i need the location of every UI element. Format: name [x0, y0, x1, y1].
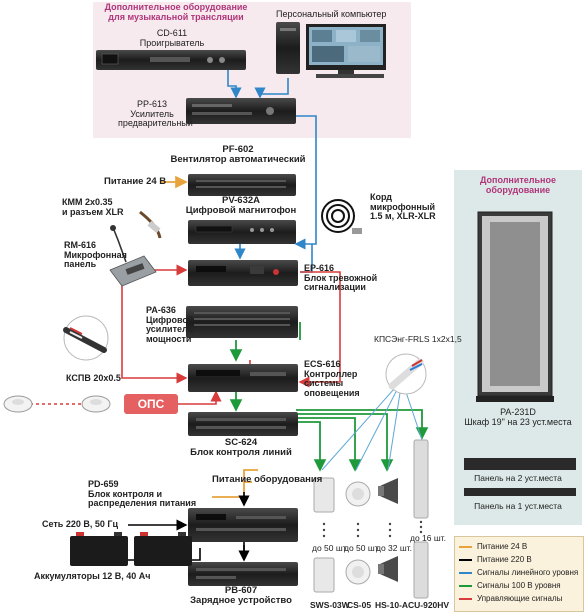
mains-label: Сеть 220 В, 50 Гц: [42, 519, 118, 529]
power-amplifier-device: [186, 306, 298, 338]
battery-1: [70, 532, 128, 566]
legend-swatch: [459, 572, 472, 574]
cabinet-label: PA-231D Шкаф 19" на 23 уст.места: [464, 407, 572, 427]
pd659-label: PD-659 Блок контроля и распределения пит…: [88, 479, 197, 509]
speaker-cs05-top: [345, 481, 371, 507]
legend-label: Сигналы 100 В уровня: [477, 581, 561, 590]
legend-item: Питание 220 В: [459, 555, 583, 564]
power-equipment-label: Питание оборудования: [212, 474, 323, 485]
cabinet-image: [476, 211, 554, 402]
power-distribution-device: [188, 508, 298, 542]
sc624-label: SC-624 Блок контроля линий: [190, 437, 292, 459]
qty-sws03w: до 50 шт.: [312, 543, 348, 553]
signal-100v-wires: [229, 322, 429, 472]
kspv-label: КСПВ 20x0.5: [66, 373, 121, 383]
ops-box: [124, 394, 178, 414]
panel-1-units-image: [464, 488, 576, 496]
pa636-label: PA-636 Цифровой усилитель мощности: [146, 305, 194, 345]
kps-cable-image: [385, 353, 427, 395]
side-title: Дополнительное оборудование: [479, 175, 557, 195]
speaker-cs05-bottom: [345, 559, 371, 585]
mic-cord-image: [321, 199, 362, 234]
kmm-cable-image: [139, 210, 162, 239]
fan-device: [188, 174, 296, 196]
legend-item: Управляющие сигналы: [459, 594, 583, 603]
batteries-label: Аккумуляторы 12 В, 40 Ач: [34, 571, 151, 581]
alarm-unit-device: [188, 260, 298, 286]
legend-label: Питание 220 В: [477, 555, 532, 564]
digital-recorder-device: [188, 220, 296, 244]
panel2-label: Панель на 2 уст.места: [474, 473, 562, 483]
battery-2: [134, 532, 192, 566]
kspv-cable-image: [63, 315, 109, 361]
panel-2-units-image: [464, 458, 576, 470]
cable-lines: [321, 379, 423, 471]
pb607-label: PB-607 Зарядное устройство: [190, 585, 292, 607]
smoke-detector-2: [81, 395, 111, 413]
power24-label: Питание 24 В: [104, 176, 167, 187]
extra-music-title: Дополнительное оборудование для музыкаль…: [104, 2, 248, 22]
qty-cs05: до 50 шт.: [344, 543, 380, 553]
pp613-label: PP-613 Усилитель предварительный: [118, 99, 193, 129]
kmm-label: КММ 2x0.35 и разъем XLR: [62, 197, 124, 217]
speaker-hs10a-bottom: [378, 556, 398, 582]
speaker-cu920hv-bottom: [413, 541, 429, 599]
pv632a-label: PV-632A Цифровой магнитофон: [185, 195, 297, 217]
qty-hs10a: до 32 шт.: [376, 543, 412, 553]
qty-cu920hv: до 16 шт.: [410, 533, 446, 543]
power-24v-wires: [160, 175, 258, 498]
rm616-label: RM-616 Микрофонная панель: [64, 240, 127, 270]
legend-item: Сигналы 100 В уровня: [459, 581, 583, 590]
kps-label: КПСЭнг-FRLS 1x2x1,5: [374, 334, 462, 344]
model-hs10a: HS-10-A: [375, 600, 409, 610]
cord-label: Корд микрофонный 1.5 м, XLR-XLR: [370, 192, 436, 222]
cd611-label: CD-611 Проигрыватель: [139, 28, 205, 48]
ops-label: ОПС: [137, 397, 165, 411]
legend-swatch: [459, 559, 472, 561]
legend-swatch: [459, 546, 472, 548]
legend-label: Сигналы линейного уровня: [477, 568, 579, 577]
computer-device: [276, 22, 386, 78]
speaker-hs10a-top: [378, 478, 398, 504]
cd-player-device: [96, 50, 246, 70]
ep616-label: EP-616 Блок тревожной сигнализации: [304, 263, 378, 293]
pc-label: Персональный компьютер: [276, 9, 387, 19]
pf602-label: PF-602 Вентилятор автоматический: [170, 144, 306, 166]
controller-device: [188, 364, 298, 392]
model-cu920hv: CU-920HV: [408, 600, 450, 610]
model-cs05: CS-05: [347, 600, 372, 610]
control-wires: [30, 264, 341, 405]
ecs616-label: ECS-616 Контроллер системы оповещения: [304, 359, 360, 399]
panel1-label: Панель на 1 уст.места: [474, 501, 562, 511]
speaker-sws03w-bottom: [313, 557, 335, 593]
legend-item: Сигналы линейного уровня: [459, 568, 583, 577]
legend-swatch: [459, 585, 472, 587]
smoke-detector-1: [3, 395, 33, 413]
legend-label: Питание 24 В: [477, 542, 528, 551]
legend-swatch: [459, 598, 472, 600]
legend: Питание 24 В Питание 220 В Сигналы линей…: [454, 536, 584, 612]
speaker-cu920hv-top: [413, 439, 429, 519]
legend-item: Питание 24 В: [459, 542, 583, 551]
microphone-panel-device: [109, 225, 157, 287]
model-sws03w: SWS-03W: [310, 600, 350, 610]
legend-label: Управляющие сигналы: [477, 594, 563, 603]
speaker-sws03w-top: [313, 477, 335, 513]
line-control-device: [188, 412, 298, 436]
speaker-ellipsis-dots: [322, 520, 423, 538]
charger-device: [188, 562, 298, 586]
preamp-device: [186, 98, 296, 124]
